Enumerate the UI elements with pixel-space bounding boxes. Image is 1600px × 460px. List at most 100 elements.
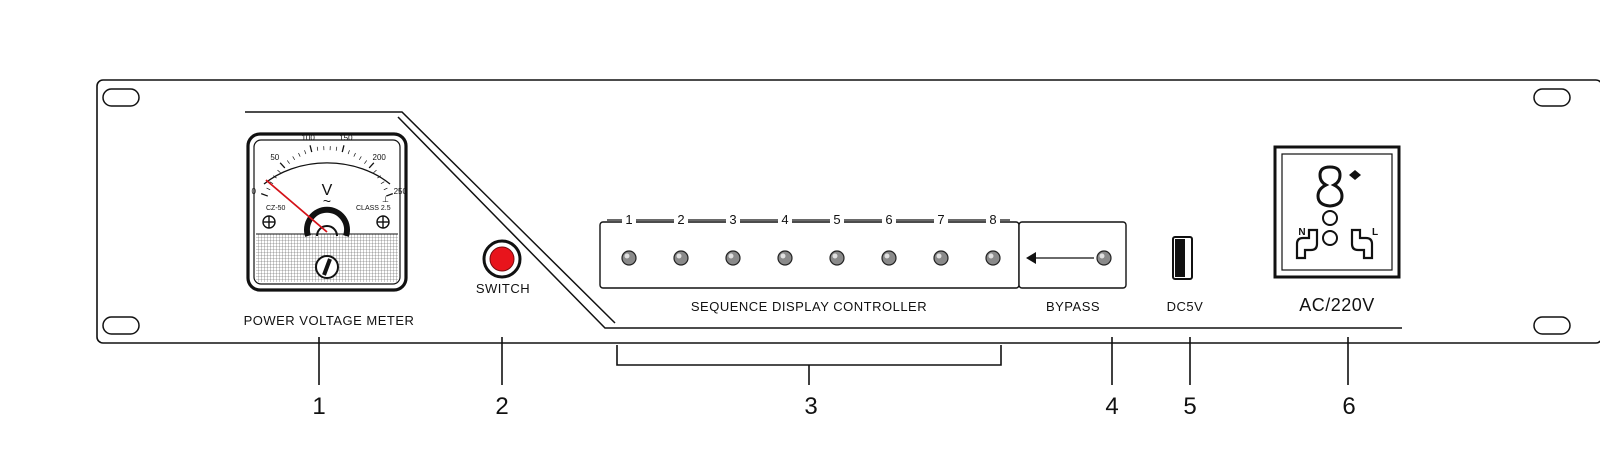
meter-major-tick xyxy=(309,145,313,153)
meter-scale-label: 100 xyxy=(301,134,315,143)
sequence-channel-light-highlight xyxy=(780,253,786,259)
sequence-channel-number: 4 xyxy=(781,212,788,227)
meter-scale-ticks xyxy=(260,145,394,197)
meter-mark: ⊥ xyxy=(382,195,389,204)
sequence-number-bg xyxy=(778,212,792,226)
meter-zero-adjust-knob xyxy=(315,255,339,279)
socket-neutral-slot xyxy=(1295,228,1319,260)
meter-major-tick xyxy=(279,162,286,169)
meter-major-tick xyxy=(368,162,375,169)
meter-needle xyxy=(265,179,328,233)
switch-label: SWITCH xyxy=(476,281,530,296)
meter-label: POWER VOLTAGE METER xyxy=(244,313,415,328)
socket-earth-slot xyxy=(1316,165,1344,208)
ac-socket[interactable]: N L xyxy=(1273,145,1401,279)
mounting-slot-top-right xyxy=(1533,88,1571,107)
sequence-channel-light xyxy=(881,250,897,266)
sequence-channel-light xyxy=(725,250,741,266)
callout-5: 5 xyxy=(1183,393,1196,420)
meter-minor-tick xyxy=(335,146,338,151)
panel-trim xyxy=(245,111,1402,329)
meter-minor-tick xyxy=(373,169,377,174)
callout-2: 2 xyxy=(495,393,508,420)
sequence-channel-number: 6 xyxy=(885,212,892,227)
meter-class: CLASS 2.5 xyxy=(356,205,391,212)
meter-screw-left xyxy=(262,215,276,229)
socket-live-slot xyxy=(1350,228,1374,260)
socket-live-label: L xyxy=(1372,227,1378,238)
callout-1: 1 xyxy=(312,393,325,420)
mounting-slot-top-left xyxy=(102,88,140,107)
meter-major-tick xyxy=(260,193,269,197)
meter-minor-tick xyxy=(269,181,274,185)
meter-major-tick xyxy=(341,145,345,153)
mounting-slot-bottom-left xyxy=(102,316,140,335)
sequence-number-bg xyxy=(622,212,636,226)
sequence-channel-light xyxy=(829,250,845,266)
sequence-label: SEQUENCE DISPLAY CONTROLLER xyxy=(691,299,927,314)
callout-numbers: 1 2 3 4 5 6 xyxy=(312,393,1355,420)
mounting-slot-bottom-right xyxy=(1533,316,1571,335)
meter-major-tick xyxy=(385,193,394,197)
sequence-channel-light-highlight xyxy=(624,253,630,259)
callout-6: 6 xyxy=(1342,393,1355,420)
sequence-channel-number: 5 xyxy=(833,212,840,227)
meter-ac-symbol: ~ xyxy=(323,193,331,209)
meter-minor-tick xyxy=(347,150,350,155)
sequence-channel-number: 1 xyxy=(625,212,632,227)
meter-model: CZ-50 xyxy=(266,205,286,212)
bypass-label: BYPASS xyxy=(1046,299,1100,314)
bypass-control[interactable] xyxy=(1018,221,1127,289)
sequence-channel-light xyxy=(777,250,793,266)
callout-4: 4 xyxy=(1105,393,1118,420)
sequence-channel-light-highlight xyxy=(728,253,734,259)
sequence-channel-light-highlight xyxy=(988,253,994,259)
usb-label: DC5V xyxy=(1167,299,1204,314)
meter-scale-label: 200 xyxy=(373,153,387,162)
rack-panel xyxy=(96,79,1600,344)
meter-minor-tick xyxy=(316,146,319,151)
sequence-channel-number: 8 xyxy=(989,212,996,227)
meter-minor-tick xyxy=(377,175,381,179)
bypass-arrow-icon xyxy=(1026,252,1036,264)
sequence-channel-light xyxy=(985,250,1001,266)
meter-screw-right xyxy=(376,215,390,229)
meter-minor-tick xyxy=(273,175,277,179)
sequence-channel-number: 3 xyxy=(729,212,736,227)
socket-marker-icon xyxy=(1349,170,1361,180)
sequence-channel-light-highlight xyxy=(832,253,838,259)
sequence-display-box xyxy=(599,221,1020,289)
meter-minor-tick xyxy=(358,156,362,161)
meter-scale-label: 250 xyxy=(394,187,408,196)
meter-minor-tick xyxy=(286,160,290,164)
meter-minor-tick xyxy=(380,181,385,185)
meter-hub xyxy=(304,206,350,237)
meter-minor-tick xyxy=(266,187,271,191)
power-switch[interactable] xyxy=(482,239,522,279)
bypass-indicator-light xyxy=(1096,250,1112,266)
sequence-channel-light-highlight xyxy=(884,253,890,259)
sequence-channel-light-highlight xyxy=(936,253,942,259)
switch-indicator-light xyxy=(489,246,515,272)
meter-minor-tick xyxy=(298,152,301,157)
sequence-channel-number: 7 xyxy=(937,212,944,227)
sequence-number-bg xyxy=(674,212,688,226)
socket-label: AC/220V xyxy=(1299,295,1375,315)
meter-scale-label: 150 xyxy=(339,134,353,143)
meter-minor-tick xyxy=(292,156,296,161)
sequence-number-bg xyxy=(934,212,948,226)
sequence-number-bg xyxy=(830,212,844,226)
meter-minor-tick xyxy=(304,150,307,155)
meter-minor-tick xyxy=(353,152,356,157)
socket-neutral-label: N xyxy=(1298,227,1305,238)
sequence-number-bg xyxy=(882,212,896,226)
meter-minor-tick xyxy=(364,160,368,164)
sequence-channel-light xyxy=(621,250,637,266)
callout-leaders xyxy=(318,337,1349,385)
callout-3: 3 xyxy=(804,393,817,420)
usb-port[interactable] xyxy=(1172,236,1193,280)
meter-scale-arc xyxy=(263,162,391,185)
